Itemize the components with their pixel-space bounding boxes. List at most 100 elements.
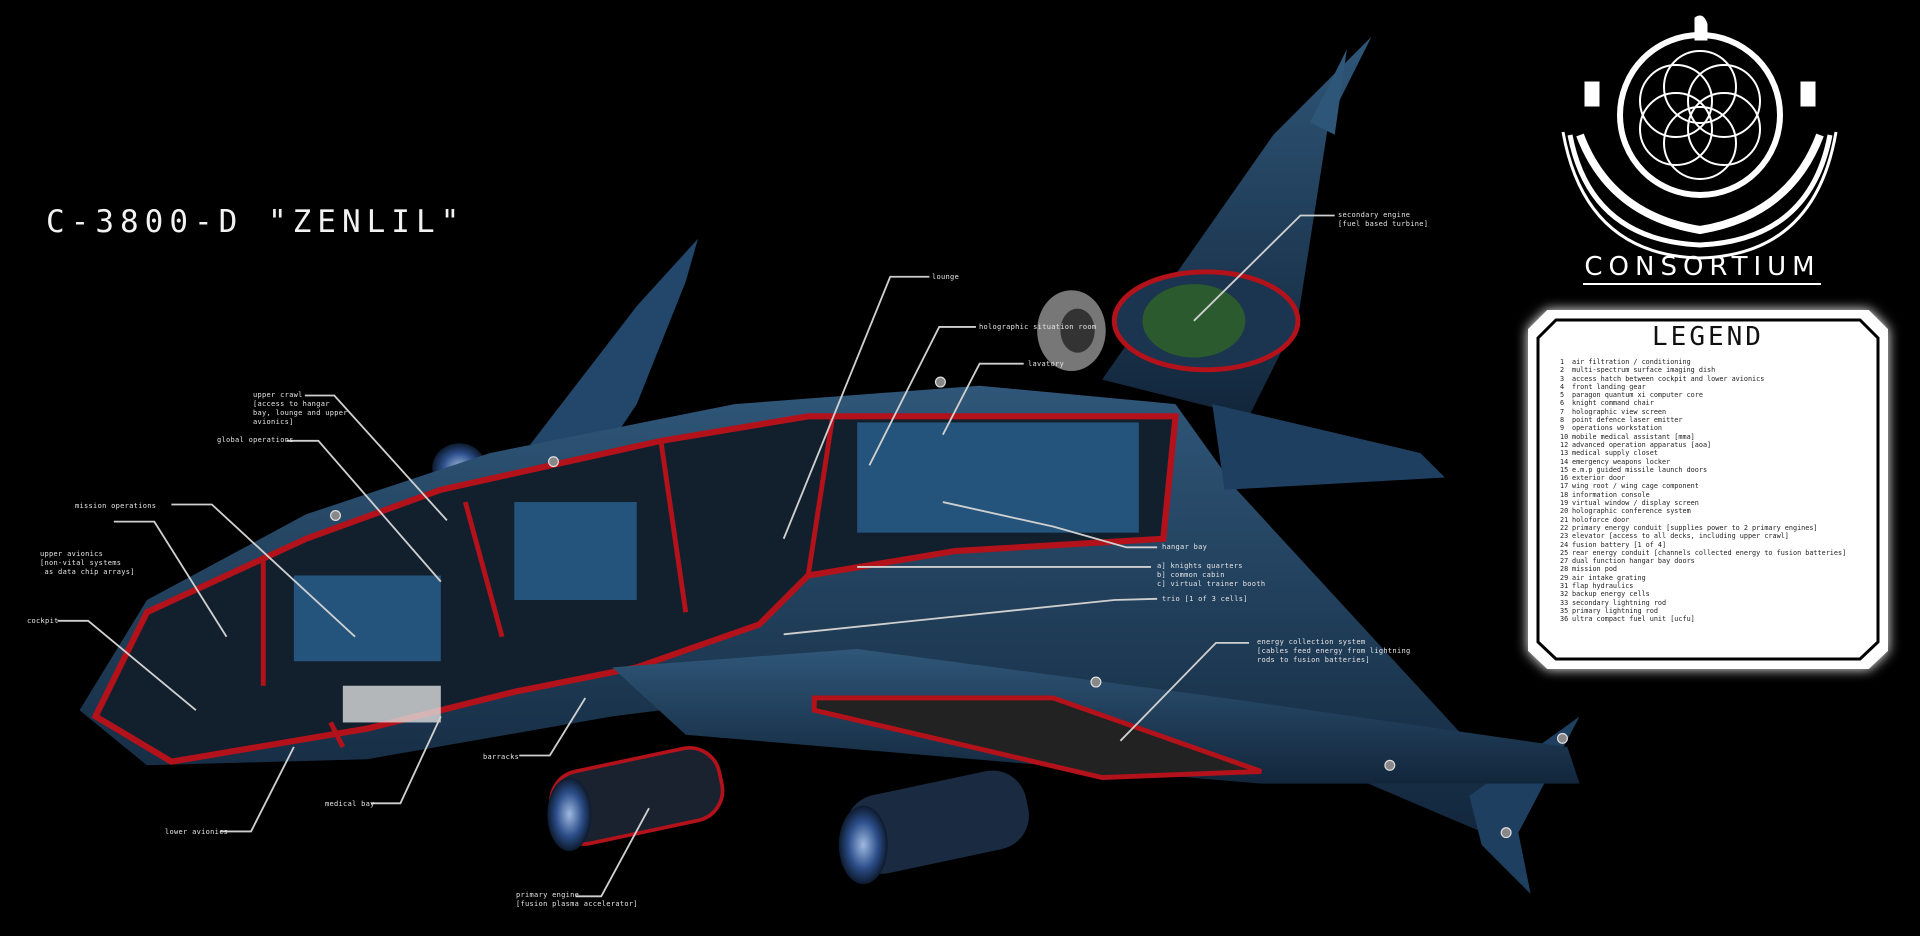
callout-line: upper crawl [253, 391, 303, 399]
legend-item-text: exterior door [1572, 474, 1626, 483]
legend-item-text: secondary lightning rod [1572, 598, 1667, 607]
callout-line: as data chip arrays] [40, 568, 135, 576]
callout-line: energy collection system [1257, 638, 1366, 646]
callout-mission-operations: mission operations [75, 502, 157, 510]
legend-item-text: flap hydraulics [1572, 582, 1634, 591]
wing-cutaway [811, 695, 1263, 781]
legend-item-text: backup energy cells [1572, 590, 1650, 599]
legend-item-number: 1 [1560, 358, 1565, 366]
legend-item-number: 13 [1560, 449, 1569, 458]
legend-item-text: e.m.p guided missile launch doors [1572, 465, 1708, 474]
legend-item-number: 6 [1560, 399, 1565, 408]
legend-item-number: 8 [1560, 416, 1565, 425]
callout-line: bay, lounge and upper [253, 409, 348, 417]
legend-item-text: medical supply closet [1572, 449, 1658, 458]
legend-item-text: holographic conference system [1572, 507, 1691, 516]
legend-item-text: air filtration / conditioning [1572, 358, 1691, 366]
callout-line: upper avionics [40, 550, 104, 558]
legend-item-number: 22 [1560, 523, 1569, 532]
legend-item-number: 32 [1560, 590, 1569, 599]
callout-trio: trio [1 of 3 cells] [1162, 595, 1248, 603]
callout-line: avionics] [253, 418, 294, 426]
legend-item-number: 33 [1560, 598, 1569, 607]
legend-item-number: 15 [1560, 465, 1569, 474]
callout-hangar-bay: hangar bay [1162, 543, 1208, 551]
legend-item-text: access hatch between cockpit and lower a… [1572, 374, 1765, 383]
legend-item-text: front landing gear [1572, 382, 1646, 391]
brand-underline [1583, 283, 1821, 285]
legend-item-text: elevator [access to all decks, including… [1572, 532, 1789, 541]
legend-item-text: ultra compact fuel unit [ucfu] [1572, 615, 1695, 624]
legend-item-number: 14 [1560, 457, 1569, 466]
brand-name: CONSORTIUM [1584, 252, 1821, 282]
legend-item-text: advanced operation apparatus [aoa] [1572, 440, 1712, 449]
legend-item-number: 12 [1560, 440, 1569, 449]
legend-item-text: wing root / wing cage component [1572, 482, 1699, 491]
legend-item-text: fusion battery [1 of 4] [1572, 540, 1667, 549]
legend-item-number: 25 [1560, 548, 1569, 557]
legend-item-number: 31 [1560, 582, 1569, 591]
callout-lower-avionics: lower avionics [165, 828, 229, 836]
callout-global-operations: global operations [217, 436, 294, 444]
legend-item-number: 21 [1560, 515, 1569, 524]
legend-item-number: 2 [1560, 366, 1565, 375]
legend-item-text: primary lightning rod [1572, 606, 1658, 615]
legend-item-number: 17 [1560, 482, 1569, 491]
legend-item-number: 27 [1560, 557, 1569, 566]
legend-item-text: mobile medical assistant [mma] [1572, 432, 1695, 441]
consortium-logo [1561, 15, 1838, 260]
stabilizer [1212, 404, 1445, 490]
callout-holographic-situation-room: holographic situation room [979, 323, 1097, 331]
legend-item-number: 24 [1560, 540, 1569, 549]
page-title: C-3800-D "ZENLIL" [46, 204, 466, 240]
legend-item-number: 9 [1560, 424, 1565, 433]
callout-line: rods to fusion batteries] [1257, 656, 1370, 664]
legend-item-text: rear energy conduit [channels collected … [1572, 548, 1847, 557]
callout-energy-collection: energy collection system [cables feed en… [1257, 638, 1411, 665]
callout-line: primary engine [516, 891, 580, 899]
legend-item-number: 16 [1560, 474, 1569, 483]
legend-item-text: primary energy conduit [supplies power t… [1572, 523, 1818, 532]
legend-item-text: air intake grating [1572, 573, 1646, 582]
legend-item-text: virtual window / display screen [1572, 499, 1699, 508]
callout-lavatory: lavatory [1028, 360, 1065, 368]
legend-item-text: information console [1572, 490, 1650, 499]
legend-item-text: emergency weapons locker [1572, 457, 1671, 466]
primary-engine-right [845, 770, 1029, 874]
callout-secondary-engine: secondary engine [fuel based turbine] [1338, 211, 1428, 229]
legend-frame [1528, 310, 1888, 669]
legend-item-text: holoforce door [1572, 515, 1630, 524]
callout-line: a] knights quarters [1157, 562, 1243, 570]
callout-line: secondary engine [1338, 211, 1411, 219]
legend-item-number: 28 [1560, 565, 1569, 574]
legend-item-text: paragon quantum xi computer core [1572, 391, 1703, 400]
legend-item-number: 10 [1560, 432, 1569, 441]
